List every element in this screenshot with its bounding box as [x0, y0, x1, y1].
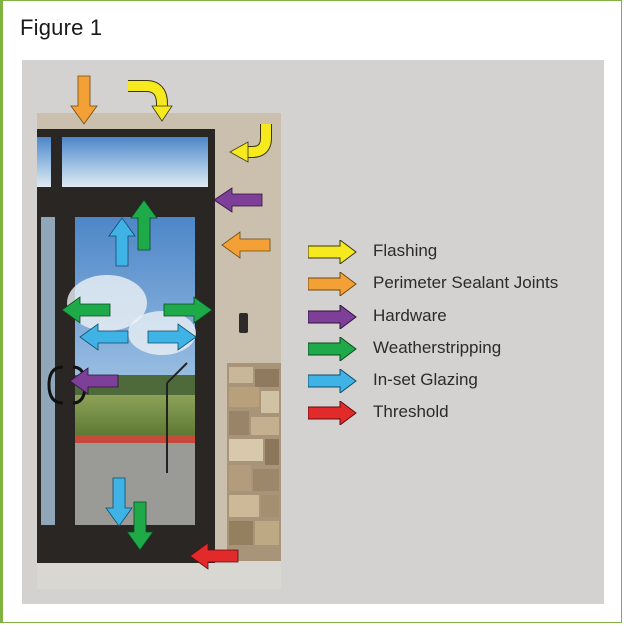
weatherstrip-arrow-left	[61, 296, 111, 324]
stone-wall	[227, 363, 281, 563]
transom-glass	[62, 137, 208, 187]
flashing-arrow-icon	[308, 240, 357, 264]
weatherstripping-arrow-icon	[308, 337, 357, 361]
weatherstrip-arrow-right	[163, 296, 213, 324]
weatherstrip-arrow-down	[126, 501, 154, 551]
sealant-arrow-right	[221, 231, 271, 259]
hardware-arrow-top	[213, 187, 263, 213]
sidewalk	[37, 561, 281, 589]
legend-label: Threshold	[373, 402, 449, 421]
glazing-arrow-down	[105, 477, 133, 527]
sealant-arrow-icon	[308, 272, 357, 296]
card-reader	[239, 313, 248, 333]
door-photo	[37, 113, 281, 589]
glazing-arrow-left	[79, 323, 129, 351]
legend-label: Flashing	[373, 241, 438, 260]
legend-label: Perimeter Sealant Joints	[373, 273, 559, 292]
glazing-arrow-up	[108, 217, 136, 267]
legend-item-hardware: Hardware	[308, 305, 608, 329]
legend-item-flashing: Flashing	[308, 240, 608, 264]
flashing-arrow-right	[229, 124, 272, 163]
legend-item-sealant: Perimeter Sealant Joints	[308, 272, 608, 296]
figure-title: Figure 1	[20, 15, 103, 40]
legend-item-glazing: In-set Glazing	[308, 369, 608, 393]
flashing-arrow-top	[128, 80, 173, 122]
legend-item-threshold: Threshold	[308, 401, 608, 425]
threshold-arrow	[189, 542, 239, 570]
legend-label: In-set Glazing	[373, 370, 478, 389]
legend-label: Hardware	[373, 306, 447, 325]
legend-label: Weatherstripping	[373, 338, 502, 357]
glazing-arrow-right	[147, 323, 197, 351]
hardware-arrow-icon	[308, 305, 357, 329]
sealant-arrow-top	[70, 75, 98, 125]
legend-item-weatherstripping: Weatherstripping	[308, 337, 608, 361]
hardware-arrow-handle	[69, 367, 119, 395]
glazing-arrow-icon	[308, 369, 357, 393]
weatherstrip-arrow-up	[130, 199, 158, 251]
threshold-arrow-icon	[308, 401, 357, 425]
